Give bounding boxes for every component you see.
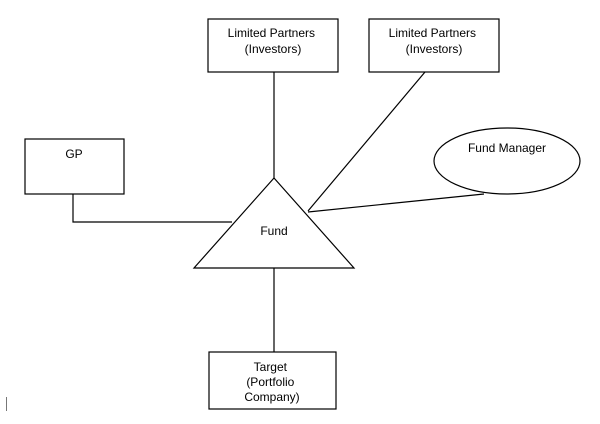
limited-partners-box-1: Limited Partners (Investors) [207,18,339,73]
limited-partners-label-1: Limited Partners (Investors) [228,26,319,56]
gp-box: GP [24,138,125,195]
fund-manager-label: Fund Manager [468,141,546,155]
connectors [72,71,485,352]
edge-lp2-fund [307,71,426,212]
edge-gp-fund [72,194,232,223]
fund-label: Fund [260,224,287,238]
limited-partners-box-2: Limited Partners (Investors) [368,18,500,73]
fund-manager-ellipse: Fund Manager [433,127,581,195]
text-cursor-mark [6,397,7,411]
edge-fund-manager-fund [307,193,485,213]
fund-triangle: Fund [192,177,356,269]
target-box: Target (Portfolio Company) [208,351,337,410]
gp-label: GP [65,147,82,161]
target-label: Target (Portfolio Company) [244,360,299,404]
limited-partners-label-2: Limited Partners (Investors) [389,26,480,56]
